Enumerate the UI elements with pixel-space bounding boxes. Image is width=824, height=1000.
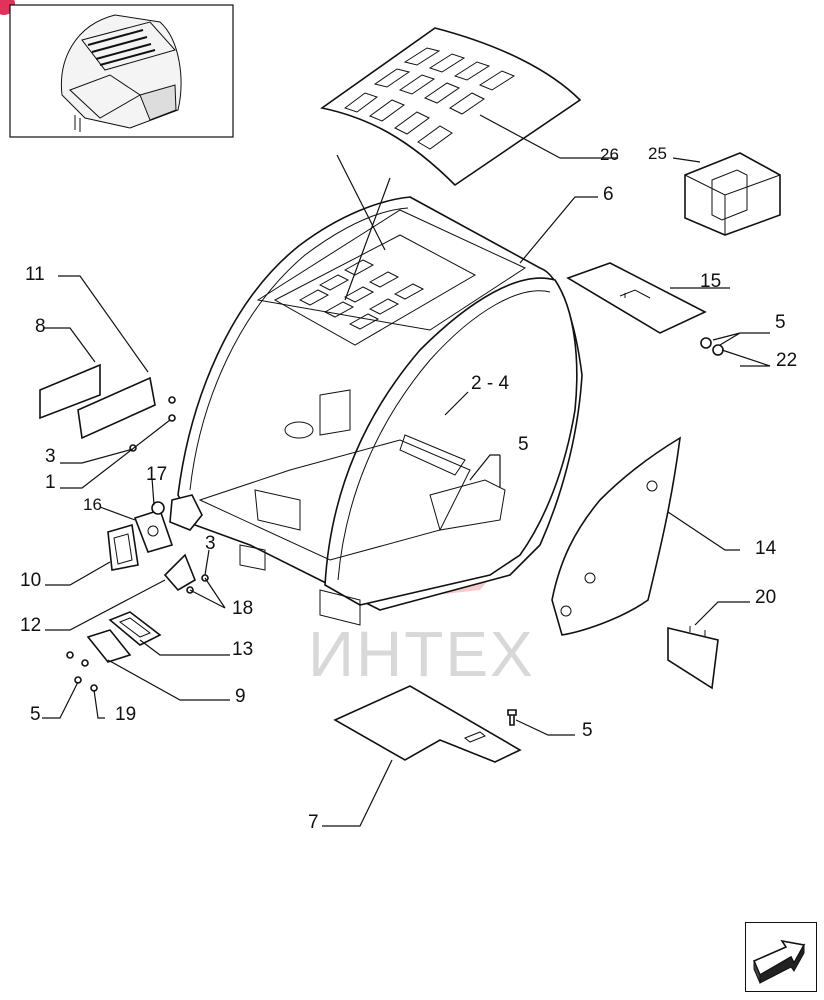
callout-1: 1 <box>45 472 56 493</box>
callout-5-left: 5 <box>30 704 41 725</box>
bolts-5-19 <box>66 651 98 692</box>
frame-10 <box>107 523 139 571</box>
panel-16 <box>133 508 174 553</box>
callout-18: 18 <box>232 598 253 619</box>
callout-17: 17 <box>146 464 167 485</box>
cab-thumbnail-icon <box>60 14 182 132</box>
watermark-text: ИНТЕХ <box>308 618 535 690</box>
callout-25: 25 <box>648 144 667 163</box>
callout-20: 20 <box>755 587 776 608</box>
callout-3-right: 3 <box>205 533 216 554</box>
callout-7: 7 <box>308 812 319 833</box>
side-plate-8 <box>39 363 101 420</box>
side-panel-14 <box>551 436 682 636</box>
next-page-button[interactable] <box>745 922 817 992</box>
callout-13: 13 <box>232 639 253 660</box>
callout-5-top: 5 <box>775 312 786 333</box>
cab-thumbnail[interactable] <box>9 4 234 138</box>
bolt-5-bottom <box>507 709 517 726</box>
screws-1-3 <box>129 396 176 452</box>
roof-panel-26 <box>320 27 582 187</box>
callout-11: 11 <box>25 264 45 285</box>
cab-frame-6 <box>169 196 583 626</box>
next-arrow-icon <box>752 939 806 984</box>
callout-5-bottom: 5 <box>582 720 593 741</box>
bracket-12 <box>163 553 196 592</box>
callout-8: 8 <box>35 316 46 337</box>
callout-14: 14 <box>755 538 777 559</box>
callout-19: 19 <box>115 704 136 725</box>
callout-12: 12 <box>20 615 41 636</box>
callout-2-4: 2 - 4 <box>471 373 509 394</box>
callout-5-center: 5 <box>518 434 529 455</box>
callout-9: 9 <box>235 686 246 707</box>
side-plate-11 <box>77 376 156 440</box>
plate-9 <box>86 629 132 663</box>
callout-16: 16 <box>83 495 102 514</box>
floor-plate-7 <box>333 685 522 763</box>
cover-plate-15 <box>566 262 707 334</box>
bracket-20 <box>667 626 719 690</box>
gasket-13 <box>108 611 162 646</box>
ring-17 <box>151 501 165 515</box>
callout-6: 6 <box>603 184 614 205</box>
callout-15: 15 <box>700 271 721 292</box>
leader-lines <box>42 114 771 827</box>
callout-26: 26 <box>600 145 619 164</box>
callout-10: 10 <box>20 570 41 591</box>
bolt-5-22-top <box>700 337 724 356</box>
callout-22: 22 <box>776 350 797 371</box>
callout-3-left: 3 <box>45 446 56 467</box>
box-part-25 <box>684 152 781 236</box>
